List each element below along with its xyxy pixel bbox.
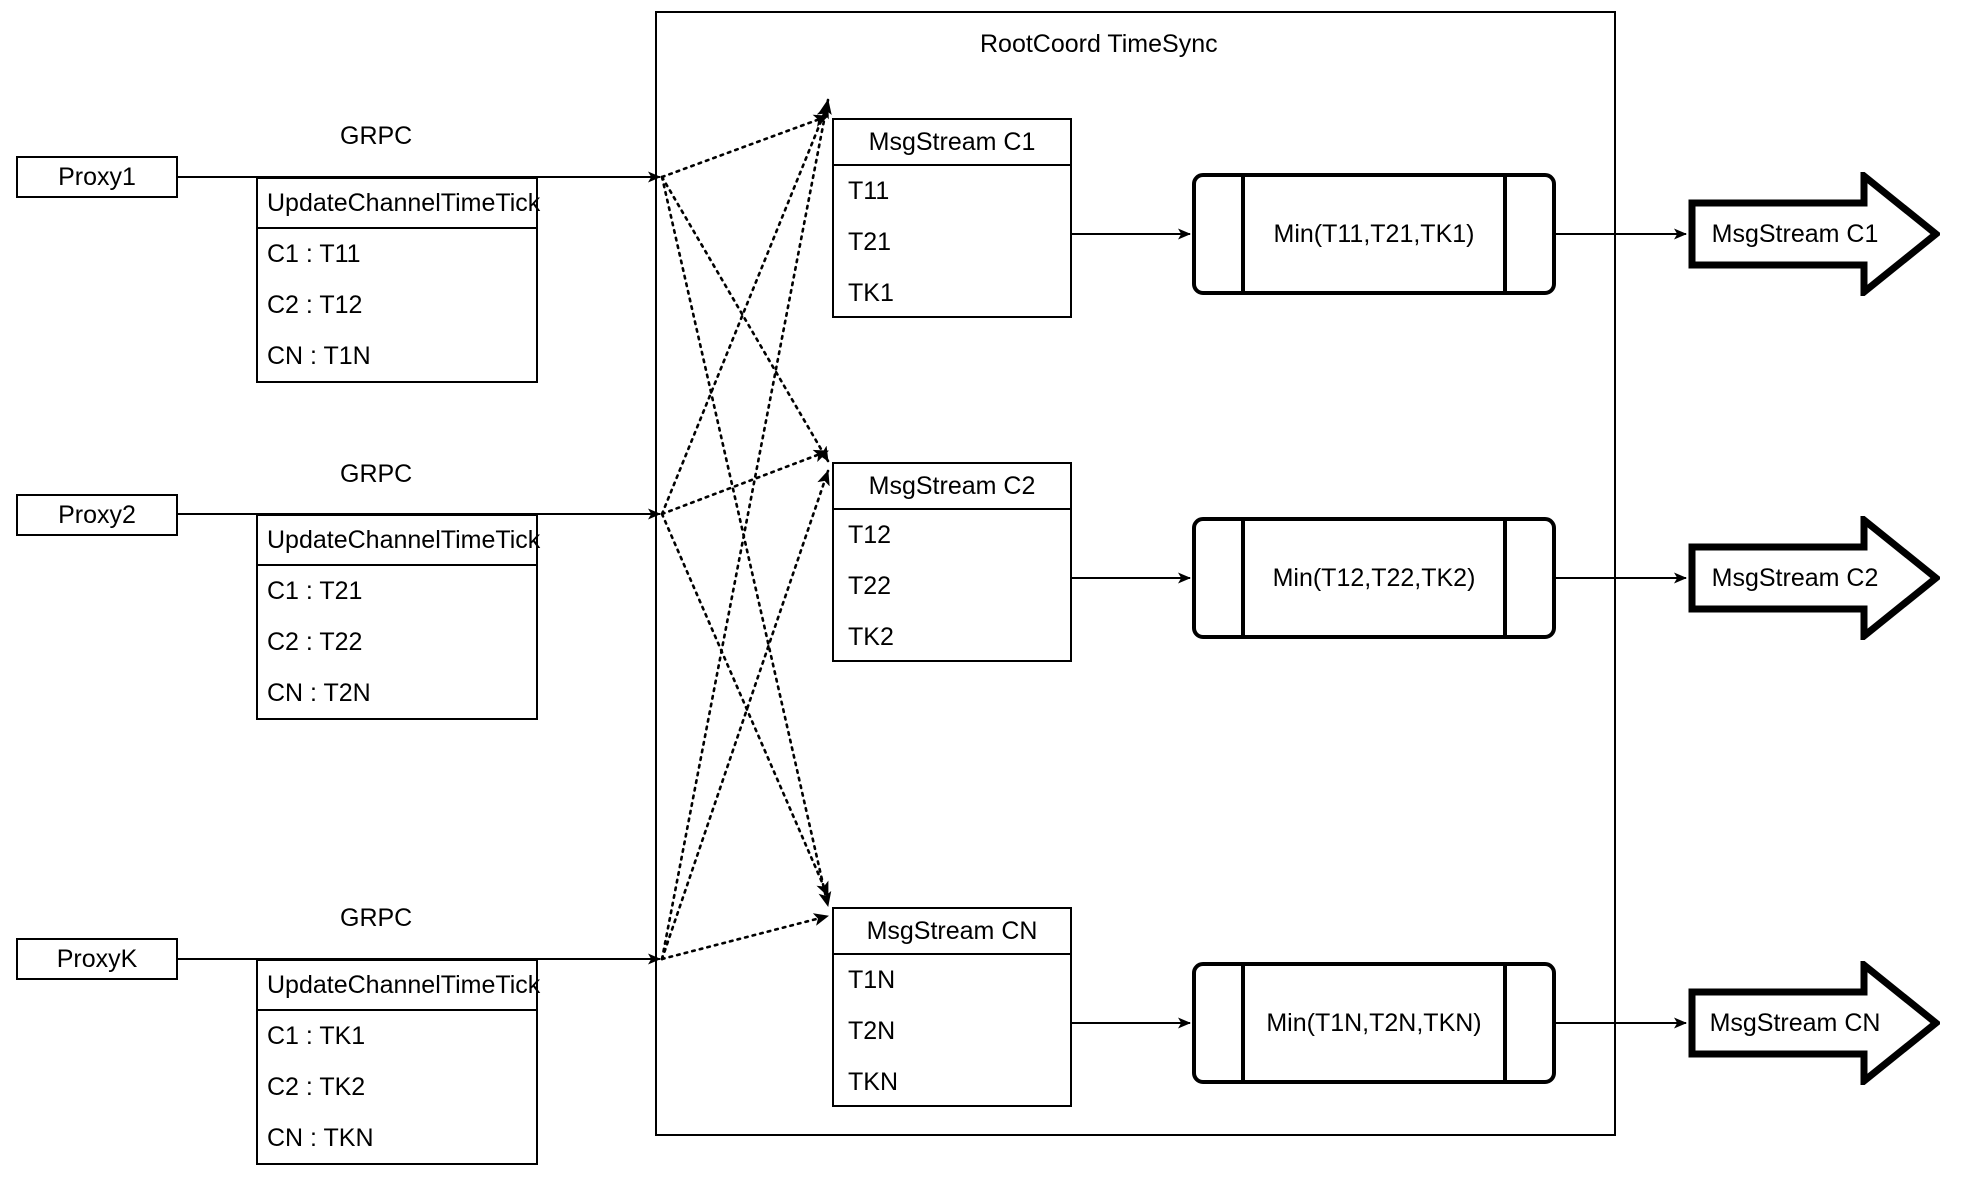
output-label-c1: MsgStream C1: [1711, 219, 1879, 248]
proxy-label: Proxy2: [58, 500, 136, 529]
msgstream-tick: T22: [848, 572, 892, 600]
msgstream-tick: T2N: [848, 1017, 896, 1045]
output-label-c2: MsgStream C2: [1711, 563, 1879, 592]
uctt-title-1: UpdateChannelTimeTick: [258, 179, 540, 229]
proxy-box-3[interactable]: ProxyK: [16, 938, 178, 980]
block-arrow-shape: [1688, 516, 1940, 640]
grpc-label-3: GRPC: [340, 904, 413, 932]
uctt-row: C2 : TK2: [267, 1073, 366, 1101]
process-bar-right: [1503, 173, 1507, 295]
msgstream-tick: T11: [848, 177, 890, 205]
proxy-box-2[interactable]: Proxy2: [16, 494, 178, 536]
update-channel-timetick-table-1: UpdateChannelTimeTick C1 : T11 C2 : T12 …: [256, 177, 540, 383]
proxy-label: Proxy1: [58, 162, 136, 191]
process-bar-left: [1241, 173, 1245, 295]
min-process-c1: Min(T11,T21,TK1): [1192, 173, 1556, 295]
uctt-row: C2 : T22: [267, 628, 363, 656]
output-block-arrow-c2: MsgStream C2: [1688, 516, 1940, 640]
block-arrow-shape: [1688, 961, 1940, 1085]
grpc-label-1: GRPC: [340, 122, 413, 150]
min-process-cn: Min(T1N,T2N,TKN): [1192, 962, 1556, 1084]
update-channel-timetick-table-2: UpdateChannelTimeTick C1 : T21 C2 : T22 …: [256, 514, 540, 720]
uctt-row: C1 : TK1: [267, 1022, 366, 1050]
msgstream-title-cn: MsgStream CN: [834, 909, 1070, 955]
uctt-row: CN : T2N: [267, 679, 371, 707]
msgstream-tick: TKN: [848, 1068, 898, 1096]
msgstream-tick: TK1: [848, 279, 894, 307]
update-channel-timetick-table-3: UpdateChannelTimeTick C1 : TK1 C2 : TK2 …: [256, 959, 540, 1165]
proxy-box-1[interactable]: Proxy1: [16, 156, 178, 198]
output-block-arrow-cn: MsgStream CN: [1688, 961, 1940, 1085]
min-expression-c1: Min(T11,T21,TK1): [1273, 219, 1475, 248]
msgstream-table-c2: MsgStream C2 T12 T22 TK2: [832, 462, 1072, 662]
uctt-row: C2 : T12: [267, 291, 363, 319]
process-bar-left: [1241, 962, 1245, 1084]
block-arrow-shape: [1688, 172, 1940, 296]
uctt-title-2: UpdateChannelTimeTick: [258, 516, 540, 566]
output-block-arrow-c1: MsgStream C1: [1688, 172, 1940, 296]
process-bar-left: [1241, 517, 1245, 639]
msgstream-tick: TK2: [848, 623, 894, 651]
output-label-cn: MsgStream CN: [1709, 1008, 1881, 1037]
uctt-row: C1 : T11: [267, 240, 361, 268]
proxy-label: ProxyK: [56, 944, 138, 973]
msgstream-title-c1: MsgStream C1: [834, 120, 1070, 166]
uctt-row: C1 : T21: [267, 577, 363, 605]
msgstream-tick: T1N: [848, 966, 896, 994]
msgstream-title-c2: MsgStream C2: [834, 464, 1070, 510]
msgstream-table-c1: MsgStream C1 T11 T21 TK1: [832, 118, 1072, 318]
min-expression-c2: Min(T12,T22,TK2): [1272, 563, 1476, 592]
grpc-label-2: GRPC: [340, 460, 413, 488]
msgstream-table-cn: MsgStream CN T1N T2N TKN: [832, 907, 1072, 1107]
rootcoord-timesync-container: [655, 11, 1616, 1136]
uctt-body-3: C1 : TK1 C2 : TK2 CN : TKN: [258, 1011, 536, 1164]
min-expression-cn: Min(T1N,T2N,TKN): [1266, 1008, 1482, 1037]
uctt-body-1: C1 : T11 C2 : T12 CN : T1N: [258, 229, 536, 382]
process-bar-right: [1503, 962, 1507, 1084]
min-process-c2: Min(T12,T22,TK2): [1192, 517, 1556, 639]
uctt-title-3: UpdateChannelTimeTick: [258, 961, 540, 1011]
uctt-row: CN : T1N: [267, 342, 371, 370]
process-bar-right: [1503, 517, 1507, 639]
msgstream-tick: T12: [848, 521, 892, 549]
rootcoord-title: RootCoord TimeSync: [980, 30, 1218, 58]
msgstream-tick: T21: [848, 228, 892, 256]
uctt-row: CN : TKN: [267, 1124, 374, 1152]
uctt-body-2: C1 : T21 C2 : T22 CN : T2N: [258, 566, 536, 719]
